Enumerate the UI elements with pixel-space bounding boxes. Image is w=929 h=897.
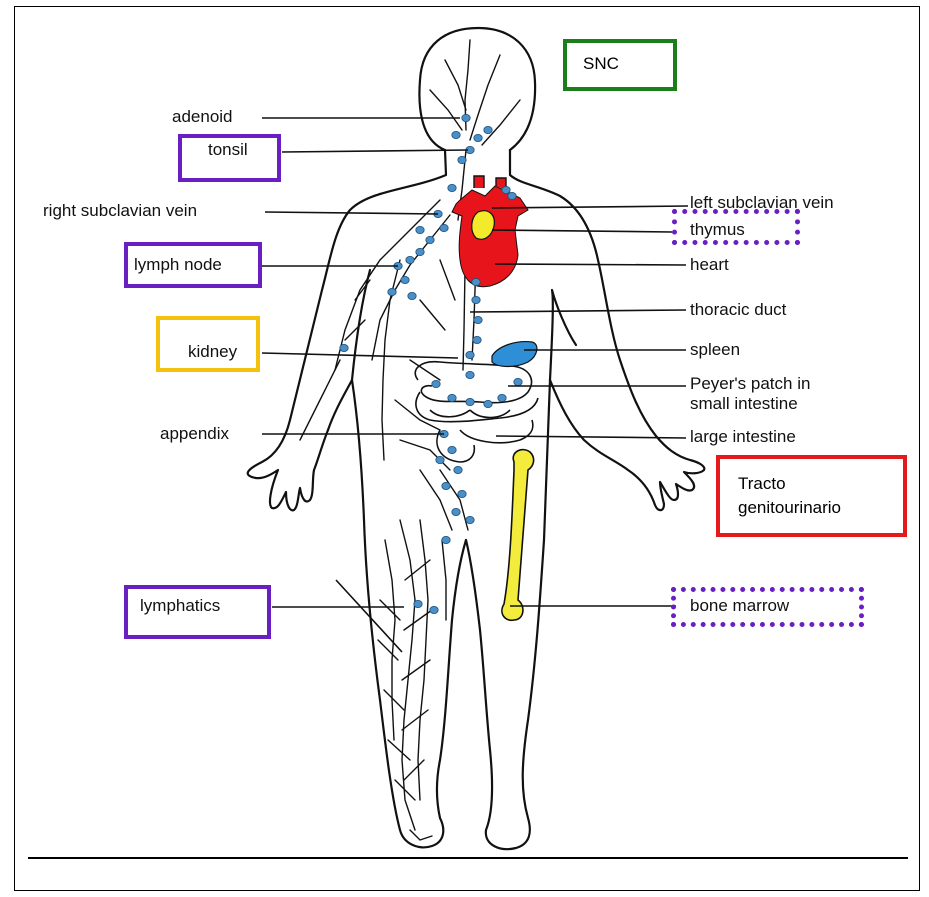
lymph-node-dot bbox=[426, 236, 434, 243]
lymph-node-dot bbox=[484, 126, 492, 133]
lymph-node-dot bbox=[473, 336, 481, 343]
lymph-node-dot bbox=[466, 516, 474, 523]
lymph-node-dot bbox=[484, 400, 492, 407]
heart bbox=[452, 176, 528, 287]
label-adenoid: adenoid bbox=[172, 107, 233, 127]
lymph-node-dot bbox=[472, 278, 480, 285]
femur-bone-marrow bbox=[502, 450, 534, 621]
lymphatics-highlight-box bbox=[124, 585, 271, 639]
lymph-node-dot bbox=[458, 490, 466, 497]
kidney-highlight-box bbox=[156, 316, 260, 372]
lymph-node-dot bbox=[454, 466, 462, 473]
lymph-node-dot bbox=[416, 248, 424, 255]
lymph-node-dot bbox=[498, 394, 506, 401]
label-appendix: appendix bbox=[160, 424, 229, 444]
lymph-node-dot bbox=[448, 394, 456, 401]
tracto-genitourinario-box: Tracto genitourinario bbox=[716, 455, 907, 537]
lymph-node-dot bbox=[414, 600, 422, 607]
lymph-node-dot bbox=[401, 276, 409, 283]
label-peyers-patch-line1: Peyer's patch in bbox=[690, 374, 810, 394]
lymph-node-dot bbox=[432, 380, 440, 387]
lymph-node-dot bbox=[448, 184, 456, 191]
lymph-node-dot bbox=[462, 114, 470, 121]
lymph-node-dot bbox=[430, 606, 438, 613]
lymph-node-dot bbox=[502, 186, 510, 193]
label-thoracic-duct: thoracic duct bbox=[690, 300, 786, 320]
snc-box: SNC bbox=[563, 39, 677, 91]
lymph-node-dot bbox=[452, 508, 460, 515]
lymph-node-dot bbox=[408, 292, 416, 299]
lymph-node-dot bbox=[440, 224, 448, 231]
label-heart: heart bbox=[690, 255, 729, 275]
lymph-node-dot bbox=[514, 378, 522, 385]
lymph-node-dot bbox=[442, 536, 450, 543]
lymph-node-dot bbox=[508, 192, 516, 199]
lymph-node-dot bbox=[452, 131, 460, 138]
lymph-node-dot bbox=[466, 371, 474, 378]
tracto-line1: Tracto bbox=[738, 473, 786, 495]
lymph-node-dot bbox=[442, 482, 450, 489]
label-right-subclavian-vein: right subclavian vein bbox=[43, 201, 197, 221]
lymph-node-dot bbox=[466, 351, 474, 358]
tonsil-highlight-box bbox=[178, 134, 281, 182]
bone-marrow-highlight-box bbox=[671, 587, 864, 627]
label-peyers-patch-line2: small intestine bbox=[690, 394, 798, 414]
lymph-node-dot bbox=[472, 296, 480, 303]
lymph-node-dot bbox=[388, 288, 396, 295]
label-spleen: spleen bbox=[690, 340, 740, 360]
lymph-node-dot bbox=[466, 398, 474, 405]
lymph-node-dot bbox=[340, 344, 348, 351]
snc-label: SNC bbox=[583, 53, 619, 75]
lymph-node-dot bbox=[448, 446, 456, 453]
lymph-node-dot bbox=[474, 134, 482, 141]
label-large-intestine: large intestine bbox=[690, 427, 796, 447]
lymph-node-dot bbox=[436, 456, 444, 463]
intestines bbox=[415, 362, 538, 462]
tracto-line2: genitourinario bbox=[738, 497, 841, 519]
spleen bbox=[492, 342, 537, 367]
lymph-node-dot bbox=[474, 316, 482, 323]
lymph-node-dot bbox=[406, 256, 414, 263]
thymus-highlight-box bbox=[672, 209, 800, 245]
lymph-node-dot bbox=[458, 156, 466, 163]
lymph-node-dot bbox=[416, 226, 424, 233]
lymph-node-highlight-box bbox=[124, 242, 262, 288]
